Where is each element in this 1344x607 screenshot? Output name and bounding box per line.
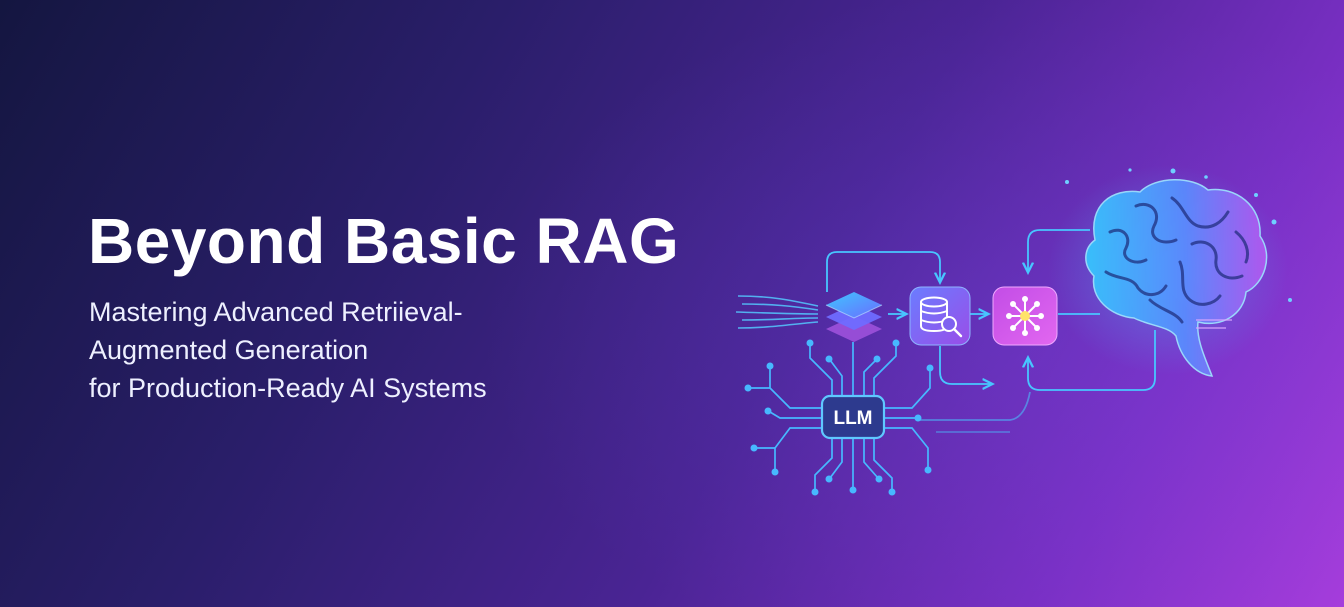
circuit-nodes	[744, 339, 934, 496]
banner-subtitle: Mastering Advanced Retriieval- Augmented…	[89, 293, 487, 407]
banner-title: Beyond Basic RAG	[88, 205, 680, 277]
subtitle-line-1: Mastering Advanced Retriieval-	[89, 297, 463, 327]
input-stream-lines	[735, 295, 819, 329]
sparkle-dots	[1065, 168, 1292, 302]
layers-icon	[825, 292, 883, 342]
llm-label: LLM	[833, 408, 872, 429]
database-search-icon	[909, 286, 971, 346]
brain-icon	[1048, 165, 1288, 377]
network-hub-icon	[992, 286, 1058, 346]
subtitle-line-2: Augmented Generation	[89, 335, 369, 365]
circuit-tree	[750, 342, 931, 490]
llm-chip: LLM	[820, 394, 886, 440]
subtitle-line-3: for Production-Ready AI Systems	[89, 373, 487, 403]
